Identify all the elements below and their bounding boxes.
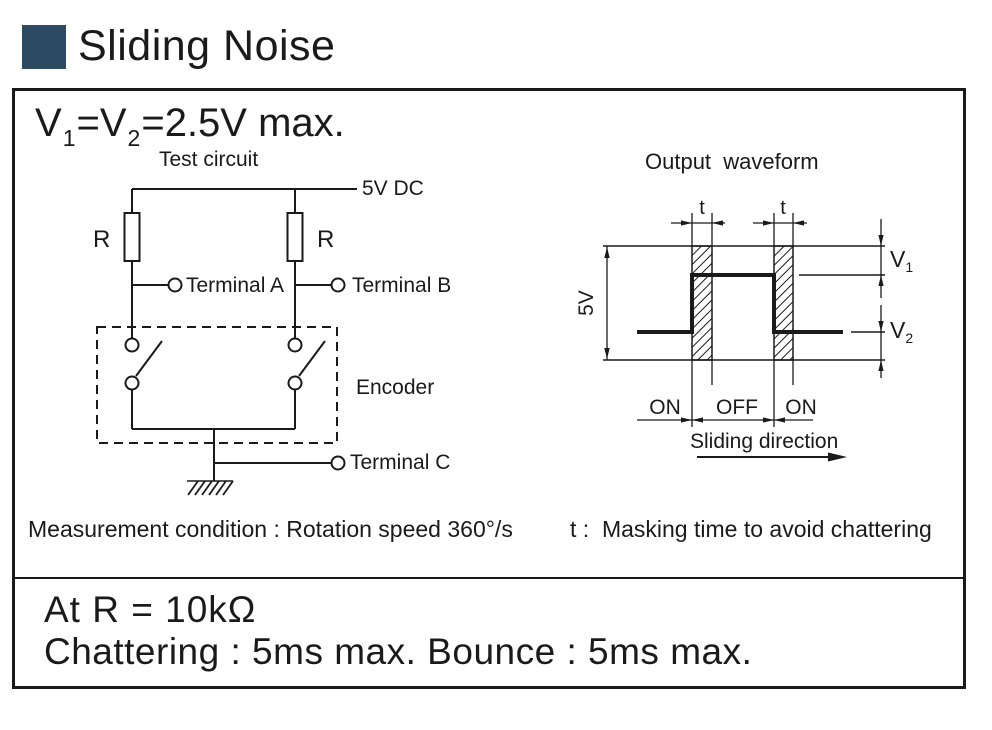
mask-extension-lines-top (691, 213, 794, 246)
switch-right-bottom-contact (287, 375, 303, 391)
state-on-right-label: ON (785, 396, 817, 419)
mask-band-right (773, 245, 794, 361)
terminal-a-label: Terminal A (186, 274, 285, 297)
sliding-direction-arrowhead (828, 452, 847, 462)
section-title: Sliding Noise (78, 22, 336, 70)
mask-time-label-left: t (699, 197, 705, 219)
terminal-b-node (330, 277, 346, 293)
switch-right-top-contact (287, 337, 303, 353)
v1-label: V1 (890, 246, 914, 275)
dimension-arrowheads (604, 220, 884, 462)
section-title-square (22, 25, 66, 69)
switch-left-top-contact (124, 337, 140, 353)
common-bus-line (131, 389, 296, 430)
rating-values: Chattering : 5ms max. Bounce : 5ms max. (44, 631, 753, 672)
supply-span-label: 5V (574, 290, 598, 316)
ground-symbol (187, 480, 234, 496)
state-off-label: OFF (716, 396, 758, 419)
resistor-left-symbol (123, 212, 141, 262)
mask-extension-lines-bottom (691, 360, 794, 427)
supply-label: 5V DC (362, 177, 424, 200)
sliding-direction-label: Sliding direction (690, 430, 839, 453)
test-circuit-caption: Test circuit (159, 148, 259, 171)
resistor-left-label: R (93, 226, 111, 253)
encoder-label: Encoder (356, 376, 435, 399)
terminal-a-node (167, 277, 183, 293)
resistor-right-label: R (317, 226, 335, 253)
v-reference-lines (799, 274, 885, 333)
output-signal-trace (637, 273, 843, 334)
switch-left-blade (135, 340, 163, 377)
spec-heading: V1=V2=2.5V max. (35, 101, 345, 151)
rating-condition: At R = 10kΩ (44, 589, 257, 630)
v2-label: V2 (890, 317, 914, 346)
resistor-right-symbol (286, 212, 304, 262)
level-reference-lines (603, 245, 885, 361)
switch-left-bottom-contact (124, 375, 140, 391)
output-waveform-caption: Output waveform (645, 149, 819, 174)
switch-right-blade (298, 340, 326, 377)
mask-time-label-right: t (780, 197, 786, 219)
mask-time-note: t : Masking time to avoid chattering (570, 516, 932, 542)
mask-band-left (691, 245, 713, 361)
terminal-c-label: Terminal C (350, 451, 451, 474)
state-on-left-label: ON (649, 396, 681, 419)
test-circuit-drawing (96, 188, 357, 496)
measurement-condition-note: Measurement condition : Rotation speed 3… (28, 516, 513, 542)
encoder-dashed-box (96, 326, 338, 444)
terminal-c-node (330, 455, 346, 471)
waveform-drawing (603, 213, 885, 458)
spec-panel-border (12, 88, 966, 689)
panel-divider (12, 577, 966, 579)
terminal-b-label: Terminal B (352, 274, 452, 297)
